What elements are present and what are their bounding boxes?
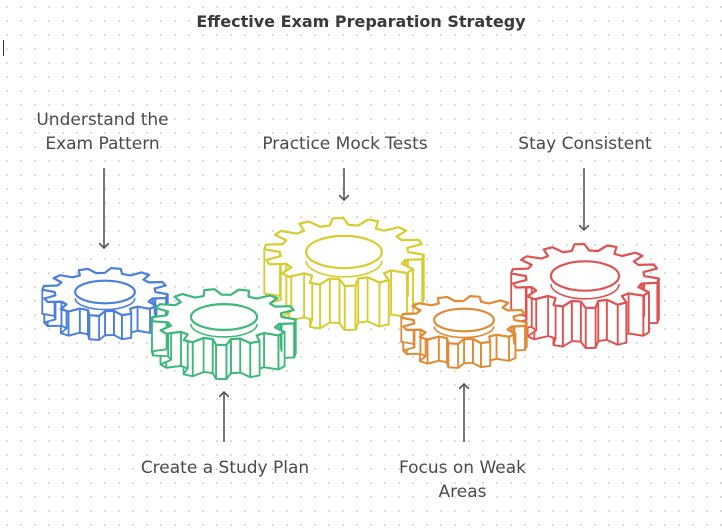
gear-icon-create-study-plan [150, 288, 297, 380]
label-create-study-plan: Create a Study Plan [120, 456, 330, 480]
gear-icon-stay-consistent [510, 242, 660, 349]
diagram-title: Effective Exam Preparation Strategy [196, 12, 526, 31]
gear-icon-practice-mock-tests [263, 216, 425, 331]
gear-icon-understand-exam-pattern [41, 267, 169, 341]
label-practice-mock-tests: Practice Mock Tests [240, 132, 450, 156]
label-line: Create a Study Plan [140, 458, 310, 478]
label-stay-consistent: Stay Consistent [495, 132, 675, 156]
label-line: Focus on Weak [398, 458, 527, 478]
label-line: Areas [438, 482, 487, 502]
label-line: Practice Mock Tests [262, 134, 428, 154]
label-line: Exam Pattern [45, 134, 160, 154]
label-line: Stay Consistent [518, 134, 652, 154]
gear-icon-focus-on-weak-areas [400, 295, 528, 369]
label-understand-exam-pattern: Understand the Exam Pattern [10, 108, 195, 156]
label-focus-on-weak-areas: Focus on Weak Areas [370, 456, 555, 504]
text-cursor [3, 40, 4, 56]
label-line: Understand the [36, 110, 169, 130]
